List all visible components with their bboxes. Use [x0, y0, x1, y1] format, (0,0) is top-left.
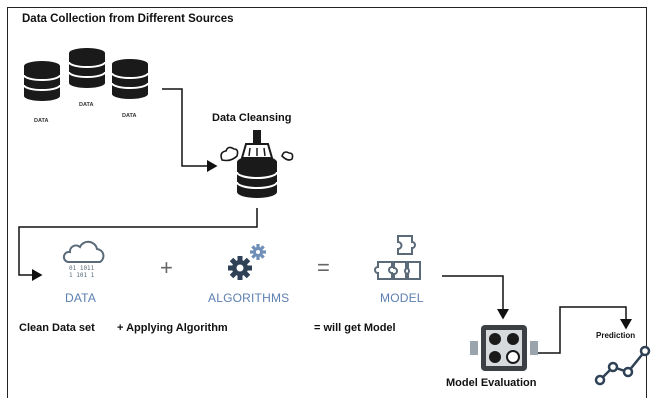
database-icon-2: [68, 47, 106, 89]
connector-cleansing-to-data: [18, 208, 258, 281]
model-label: MODEL: [380, 291, 424, 305]
source-label-2: DATA: [79, 102, 94, 108]
diagram-frame: [7, 7, 647, 398]
caption-applying-algorithm: + Applying Algorithm: [117, 322, 228, 334]
algorithms-label: ALGORITHMS: [208, 291, 290, 305]
data-cloud-icon: 01 1011 1 101 1: [62, 240, 105, 279]
caption-clean-data-set: Clean Data set: [19, 322, 95, 334]
model-evaluation-label: Model Evaluation: [446, 377, 537, 389]
equals-sign: =: [317, 255, 330, 280]
database-icon-3: [111, 58, 149, 100]
caption-will-get-model: = will get Model: [314, 322, 396, 334]
database-icon-1: [23, 60, 61, 102]
connector-sources-to-cleansing: [162, 88, 218, 172]
data-label: DATA: [65, 291, 97, 305]
source-label-3: DATA: [122, 113, 137, 119]
svg-text:1 101 1: 1 101 1: [69, 272, 95, 279]
diagram-title: Data Collection from Different Sources: [22, 13, 234, 25]
prediction-trend-icon: [594, 345, 651, 386]
svg-text:01 1011: 01 1011: [69, 265, 95, 272]
connector-evaluation-to-prediction: [538, 306, 632, 354]
algorithms-gears-icon: [228, 244, 266, 280]
model-evaluation-icon: [470, 325, 538, 371]
model-puzzle-icon: [374, 235, 421, 280]
data-cleansing-icon: [220, 130, 294, 198]
data-cleansing-label: Data Cleansing: [212, 112, 292, 124]
prediction-label: Prediction: [596, 331, 636, 340]
connector-model-to-evaluation: [442, 275, 509, 320]
source-label-1: DATA: [34, 118, 49, 124]
plus-sign: +: [160, 255, 173, 280]
